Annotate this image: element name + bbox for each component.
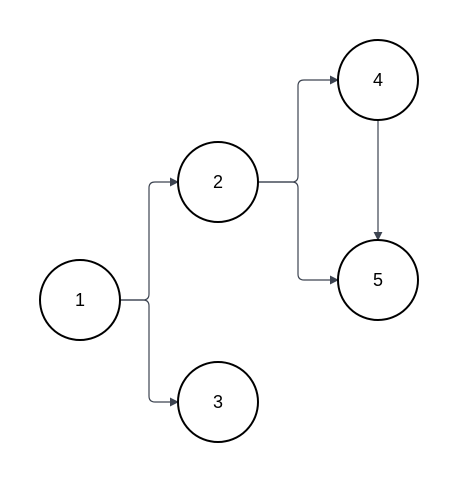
node-4-label: 4 xyxy=(373,70,383,90)
edge-1-to-3 xyxy=(120,299,179,407)
node-2-circle xyxy=(177,141,259,223)
node-4: 4 xyxy=(337,39,419,121)
node-3-label: 3 xyxy=(213,392,223,412)
node-1-circle xyxy=(39,259,121,341)
node-5-circle xyxy=(337,239,419,321)
nodes-layer: 1 2 3 4 5 xyxy=(39,39,419,443)
node-5: 5 xyxy=(337,239,419,321)
node-1: 1 xyxy=(39,259,121,341)
node-5-label: 5 xyxy=(373,270,383,290)
node-4-circle xyxy=(337,39,419,121)
edge-2-to-5 xyxy=(258,181,339,285)
edge-1-to-2 xyxy=(120,177,179,301)
edge-2-to-4 xyxy=(258,75,339,183)
node-2-label: 2 xyxy=(213,172,223,192)
node-3-circle xyxy=(177,361,259,443)
edges-layer xyxy=(120,75,383,407)
node-1-label: 1 xyxy=(75,290,85,310)
node-2: 2 xyxy=(177,141,259,223)
node-3: 3 xyxy=(177,361,259,443)
